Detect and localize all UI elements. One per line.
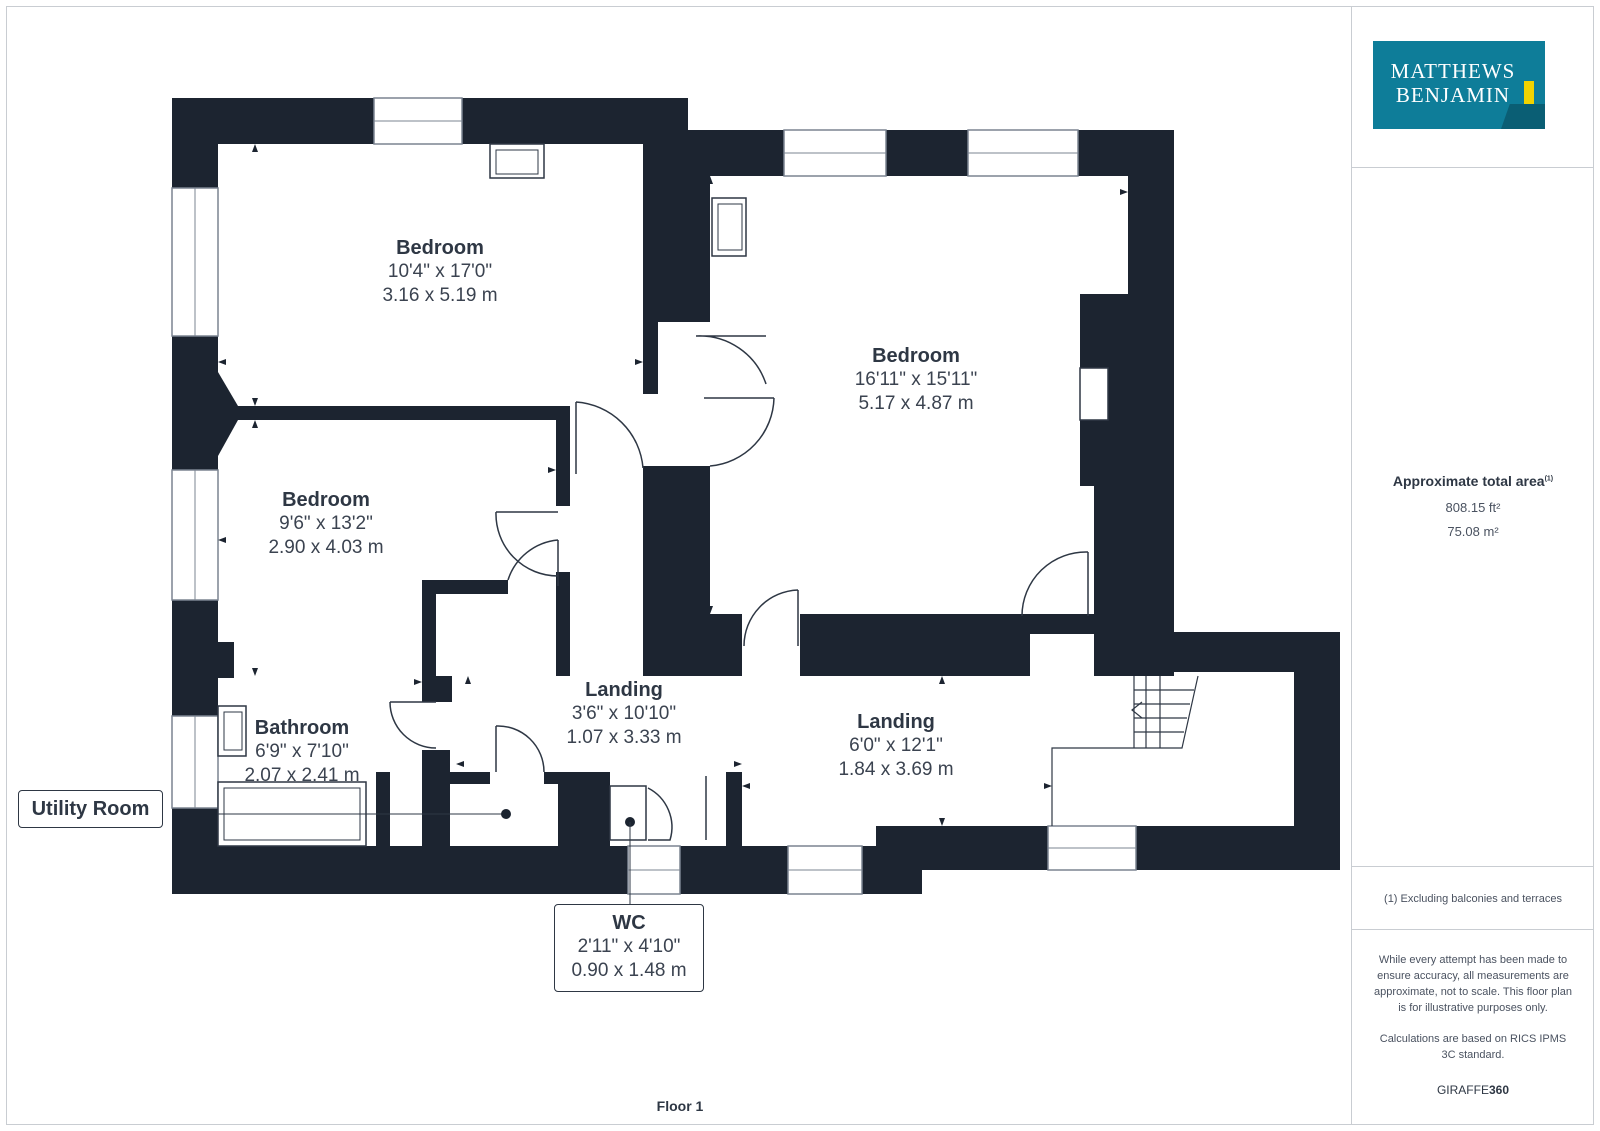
floor-label: Floor 1 — [656, 1098, 704, 1114]
room-name: Utility Room — [31, 798, 150, 820]
wall — [450, 772, 490, 784]
room-landing-2: Landing 6'0" x 12'1" 1.84 x 3.69 m — [796, 710, 996, 782]
pointer-dot — [501, 809, 511, 819]
utility-room-callout: Utility Room — [18, 790, 163, 828]
room-dimensions-metric: 2.90 x 4.03 m — [268, 537, 384, 558]
room-bedroom-2: Bedroom 16'11" x 15'11" 5.17 x 4.87 m — [816, 344, 1016, 416]
door — [575, 401, 644, 474]
wc-callout: WC 2'11" x 4'10" 0.90 x 1.48 m — [554, 904, 704, 992]
room-dimensions-metric: 3.16 x 5.19 m — [382, 285, 498, 306]
area-sqm: 75.08 m² — [1447, 524, 1499, 539]
wall — [422, 580, 436, 692]
wall — [710, 614, 742, 676]
wall — [218, 642, 234, 678]
room-name: Bathroom — [254, 717, 350, 739]
wall — [422, 580, 508, 594]
wall — [556, 572, 570, 676]
wall — [422, 750, 450, 854]
provider-brand: GIRAFFE360 — [1352, 1083, 1594, 1097]
room-dimensions-imperial: 6'9" x 7'10" — [255, 741, 349, 762]
brand-line-2: BENJAMIN — [1395, 83, 1511, 107]
wall — [643, 466, 710, 676]
room-dimensions-imperial: 16'11" x 15'11" — [854, 369, 978, 390]
area-title: Approximate total area(1) — [1352, 473, 1594, 489]
room-landing-1: Landing 3'6" x 10'10" 1.07 x 3.33 m — [524, 678, 724, 750]
disclaimer: While every attempt has been made to ens… — [1374, 954, 1572, 1014]
room-name: Bedroom — [396, 237, 484, 259]
room-dimensions-metric: 1.84 x 3.69 m — [838, 759, 954, 780]
wall — [238, 406, 568, 420]
room-name: Landing — [857, 711, 935, 733]
wall — [688, 130, 710, 344]
room-dimensions-imperial: 9'6" x 13'2" — [279, 513, 373, 534]
wall — [1016, 614, 1094, 634]
sink — [217, 705, 247, 757]
door — [743, 589, 799, 647]
wall — [422, 676, 452, 702]
floor-plan — [171, 97, 1340, 904]
cupboard — [658, 322, 710, 394]
toilet — [609, 785, 647, 841]
logo-shadow — [1501, 104, 1545, 129]
provider-suffix: 360 — [1488, 1083, 1510, 1097]
room-dimensions-imperial: 3'6" x 10'10" — [571, 703, 677, 724]
room-name: Bedroom — [282, 489, 370, 511]
radiator — [711, 197, 747, 257]
door — [695, 335, 767, 385]
room-dimensions-imperial: 2'11" x 4'10" — [577, 936, 681, 957]
wall — [586, 772, 610, 854]
area-title-text: Approximate total area — [1392, 473, 1545, 489]
room-name: Bedroom — [872, 345, 960, 367]
room-name: Landing — [585, 679, 663, 701]
wall — [726, 772, 742, 854]
wall — [1094, 486, 1174, 632]
divider — [1352, 866, 1594, 867]
room-dimensions-imperial: 6'0" x 12'1" — [849, 735, 943, 756]
logo-accent-bar — [1524, 81, 1534, 104]
door — [389, 701, 437, 749]
brand-logo: MATTHEWS BENJAMIN — [1373, 41, 1545, 129]
door — [507, 539, 559, 586]
door — [704, 397, 775, 467]
radiator — [489, 143, 545, 179]
divider — [1352, 167, 1594, 168]
wall — [218, 372, 238, 456]
calculation-note: Calculations are based on RICS IPMS 3C s… — [1379, 1033, 1567, 1061]
room-bedroom-1: Bedroom 10'4" x 17'0" 3.16 x 5.19 m — [340, 236, 540, 308]
info-panel: MATTHEWS BENJAMIN Approximate total area… — [1351, 6, 1594, 1125]
door — [495, 725, 545, 773]
wall — [558, 772, 586, 854]
wall — [688, 130, 1174, 176]
room-name: WC — [612, 912, 646, 934]
room-bathroom: Bathroom 6'9" x 7'10" 2.07 x 2.41 m — [222, 716, 382, 788]
wall — [172, 812, 218, 894]
area-sqft: 808.15 ft² — [1445, 500, 1501, 515]
room-bedroom-3: Bedroom 9'6" x 13'2" 2.90 x 4.03 m — [226, 488, 426, 560]
area-footnote-mark: (1) — [1544, 475, 1554, 483]
stairs — [1051, 675, 1199, 826]
brand-line-1: MATTHEWS — [1390, 59, 1516, 83]
page-frame — [6, 6, 1594, 1125]
door — [647, 787, 673, 841]
room-dimensions-metric: 5.17 x 4.87 m — [858, 393, 974, 414]
room-dimensions-imperial: 10'4" x 17'0" — [387, 261, 493, 282]
wall — [556, 406, 570, 506]
wall — [376, 772, 390, 854]
door — [1021, 551, 1089, 617]
wall — [1128, 130, 1174, 300]
fireplace — [1079, 367, 1109, 421]
footnote: (1) Excluding balconies and terraces — [1384, 893, 1562, 905]
provider-prefix: GIRAFFE — [1436, 1083, 1489, 1097]
wall — [800, 614, 1016, 676]
wall — [1094, 614, 1174, 676]
door — [495, 511, 559, 577]
divider — [1352, 929, 1594, 930]
room-dimensions-metric: 0.90 x 1.48 m — [571, 960, 687, 981]
wall — [1016, 634, 1030, 676]
room-dimensions-metric: 1.07 x 3.33 m — [566, 727, 682, 748]
room-dimensions-metric: 2.07 x 2.41 m — [244, 765, 360, 786]
